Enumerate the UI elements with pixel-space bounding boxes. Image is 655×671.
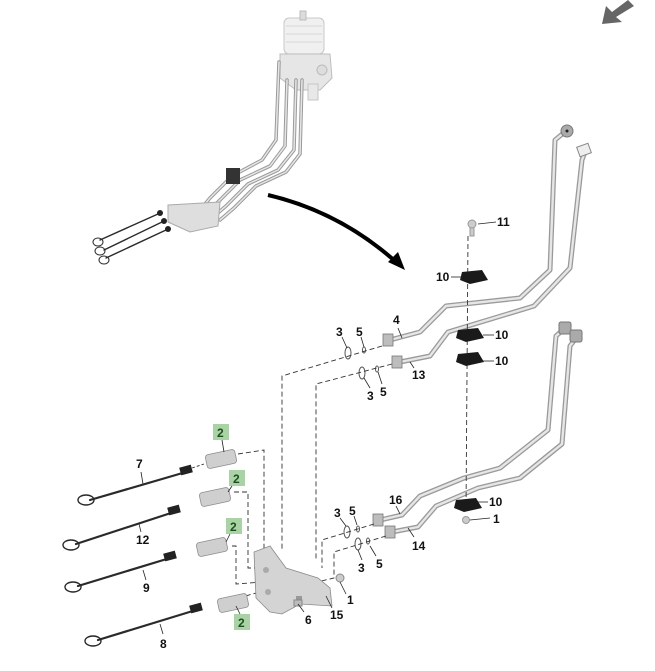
callout-label: 6 <box>305 613 312 627</box>
callout-5-c: 5 <box>349 504 358 526</box>
callout-label: 4 <box>393 313 400 327</box>
callout-label: 10 <box>495 354 509 368</box>
callout-10-d: 10 <box>478 495 503 509</box>
highlight-box <box>229 470 245 486</box>
callout-label: 3 <box>334 506 341 520</box>
control-cables <box>62 463 205 647</box>
clamp-stack <box>454 219 488 524</box>
callout-11: 11 <box>477 215 510 229</box>
highlight-box <box>226 518 242 534</box>
callout-10-c: 10 <box>483 354 509 368</box>
overview-cables <box>92 201 221 265</box>
cable-sleeves <box>196 449 249 613</box>
callout-label: 15 <box>330 608 344 622</box>
bracket-15 <box>253 545 345 615</box>
callout-2-b: 2 <box>227 470 245 493</box>
callout-3-a: 3 <box>336 325 348 349</box>
tube-16 <box>372 321 572 527</box>
callout-8: 8 <box>159 623 167 651</box>
callout-13: 13 <box>409 361 426 382</box>
callout-label: 3 <box>367 389 374 403</box>
callout-7: 7 <box>136 457 144 485</box>
overview-assembly <box>92 10 333 265</box>
callout-label[interactable]: 2 <box>217 426 224 440</box>
callout-5-a: 5 <box>356 325 365 348</box>
callout-10-a: 10 <box>436 270 462 284</box>
callout-4: 4 <box>393 313 403 339</box>
callout-12: 12 <box>136 523 150 547</box>
callout-label: 3 <box>336 325 343 339</box>
callout-label: 7 <box>136 457 143 471</box>
callout-label: 3 <box>358 561 365 575</box>
callout-16: 16 <box>389 493 403 515</box>
tube-4 <box>382 124 574 347</box>
callout-3-d: 3 <box>357 549 365 575</box>
callout-label: 10 <box>489 495 503 509</box>
callout-label: 1 <box>493 512 500 526</box>
callout-3-c: 3 <box>334 506 347 527</box>
callout-5-b: 5 <box>377 371 387 399</box>
callout-14: 14 <box>407 527 426 553</box>
callout-2-a: 2 <box>213 424 229 453</box>
tube-14 <box>384 329 583 539</box>
back-arrow-icon[interactable] <box>602 0 634 24</box>
callout-label: 5 <box>356 325 363 339</box>
callout-label: 13 <box>412 368 426 382</box>
callout-15: 15 <box>325 595 344 622</box>
callout-label: 9 <box>143 581 150 595</box>
callout-label: 5 <box>376 557 383 571</box>
callout-label: 12 <box>136 533 150 547</box>
callout-label: 10 <box>495 328 509 342</box>
transition-arrow <box>267 193 405 270</box>
callout-label: 11 <box>497 215 510 229</box>
overview-tubes <box>198 60 304 222</box>
callout-1-b: 1 <box>339 581 354 607</box>
callout-label: 5 <box>380 385 387 399</box>
callout-label[interactable]: 2 <box>230 520 237 534</box>
callout-label: 16 <box>389 493 403 507</box>
callout-3-b: 3 <box>363 377 374 403</box>
callout-2-d: 2 <box>234 605 250 630</box>
highlight-box <box>213 424 229 440</box>
tube-13 <box>391 142 592 369</box>
callout-label: 1 <box>347 593 354 607</box>
callout-6: 6 <box>297 603 312 627</box>
callout-label[interactable]: 2 <box>238 616 245 630</box>
callout-label: 14 <box>412 539 426 553</box>
callout-5-d: 5 <box>369 545 383 571</box>
callout-10-b: 10 <box>483 328 509 342</box>
callout-9: 9 <box>142 569 150 595</box>
callout-1-a: 1 <box>469 512 500 526</box>
highlight-box <box>234 614 250 630</box>
callout-label[interactable]: 2 <box>233 472 240 486</box>
callout-label: 10 <box>436 270 450 284</box>
callout-2-c: 2 <box>225 518 242 543</box>
callout-label: 8 <box>160 637 167 651</box>
callout-label: 5 <box>349 504 356 518</box>
